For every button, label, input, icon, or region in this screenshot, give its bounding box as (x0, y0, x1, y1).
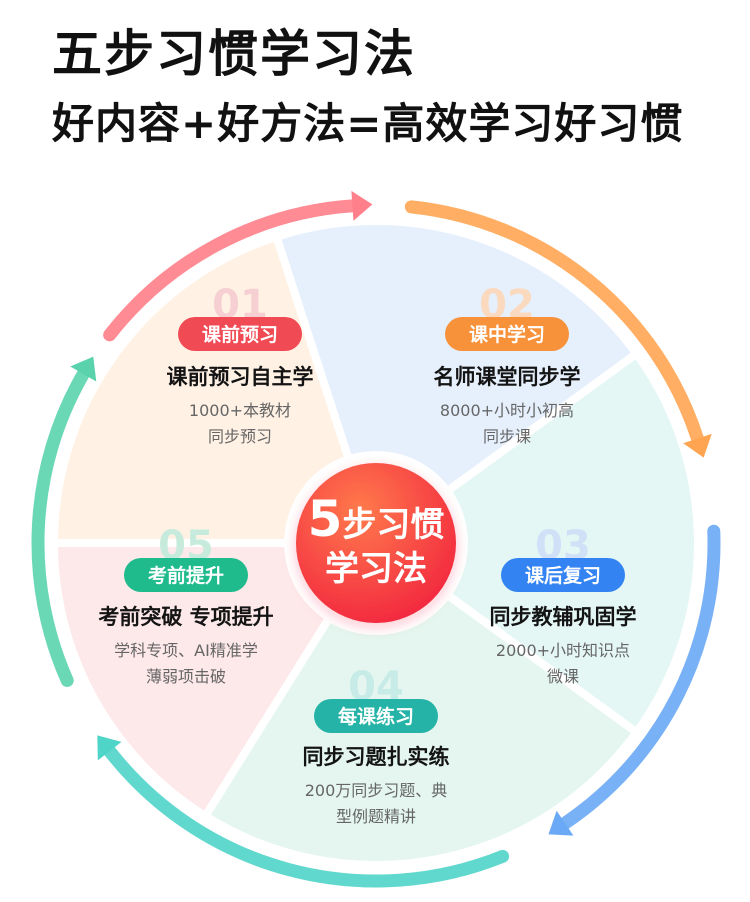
step-desc-line-1: 200万同步习题、典 (305, 781, 448, 800)
sector-04 (372, 349, 702, 737)
segment-02: 02 课中学习 名师课堂同步学 8000+小时小初高 同步课 (434, 282, 581, 446)
step-title: 同步习题扎实练 (303, 745, 450, 769)
cycle-arrow-04 (103, 744, 510, 888)
step-desc-line-1: 1000+本教材 (189, 401, 291, 420)
step-desc-line-2: 薄弱项击破 (146, 667, 226, 686)
center-circle (296, 463, 456, 623)
cycle-arrowhead-01 (351, 190, 373, 221)
step-tag-badge (124, 558, 248, 592)
arrow-ring-layer (31, 190, 721, 888)
segment-03: 03 课后复习 同步教辅巩固学 2000+小时知识点 微课 (490, 523, 637, 686)
cycle-arrowhead-04 (97, 735, 122, 761)
cycle-arrowhead-03 (548, 810, 574, 836)
step-desc-line-2: 型例题精讲 (336, 807, 416, 826)
center-badge: 5步习惯 学习法 (284, 451, 468, 635)
step-tag-label: 课中学习 (469, 323, 545, 346)
cycle-arrowhead-05 (70, 356, 97, 382)
step-desc-line-2: 微课 (547, 667, 579, 686)
page-subtitle: 好内容+好方法=高效学习好习惯 (52, 99, 684, 148)
step-desc-line-1: 学科专项、AI精准学 (114, 641, 258, 660)
center-number: 5 (308, 490, 343, 548)
sector-02 (50, 232, 380, 547)
step-title: 考前突破 专项提升 (98, 605, 273, 629)
step-tag-badge (314, 699, 438, 733)
step-tag-label: 每课练习 (338, 705, 414, 728)
step-desc-line-1: 2000+小时知识点 (496, 641, 630, 660)
step-desc-line-1: 8000+小时小初高 (440, 401, 574, 420)
step-tag-label: 课前预习 (202, 323, 278, 346)
cycle-arrow-01 (103, 199, 359, 342)
segment-05: 05 考前提升 考前突破 专项提升 学科专项、AI精准学 薄弱项击破 (98, 523, 273, 686)
step-title: 同步教辅巩固学 (490, 605, 637, 629)
step-desc-line-2: 同步课 (483, 427, 531, 446)
step-desc-line-2: 同步预习 (208, 427, 272, 446)
cycle-arrow-02 (404, 200, 704, 446)
step-tag-label: 考前提升 (148, 564, 224, 587)
cycle-arrow-05 (31, 367, 90, 687)
step-tag-badge (445, 317, 569, 351)
step-tag-label: 课后复习 (525, 564, 601, 587)
cycle-arrowhead-02 (683, 433, 712, 458)
page-title: 五步习惯学习法 (52, 25, 416, 83)
center-line-1: 5步习惯 (308, 490, 445, 548)
step-title: 课前预习自主学 (167, 365, 314, 389)
sector-01 (50, 539, 380, 821)
segment-01: 01 课前预习 课前预习自主学 1000+本教材 同步预习 (167, 282, 314, 446)
step-tag-badge (178, 317, 302, 351)
segment-04: 04 每课练习 同步习题扎实练 200万同步习题、典 型例题精讲 (303, 664, 450, 826)
step-tag-badge (501, 558, 625, 592)
center-line-2: 学习法 (325, 549, 427, 589)
cycle-arrow-03 (558, 524, 721, 830)
step-title: 名师课堂同步学 (434, 365, 581, 389)
center-line-1-text: 步习惯 (342, 505, 444, 545)
